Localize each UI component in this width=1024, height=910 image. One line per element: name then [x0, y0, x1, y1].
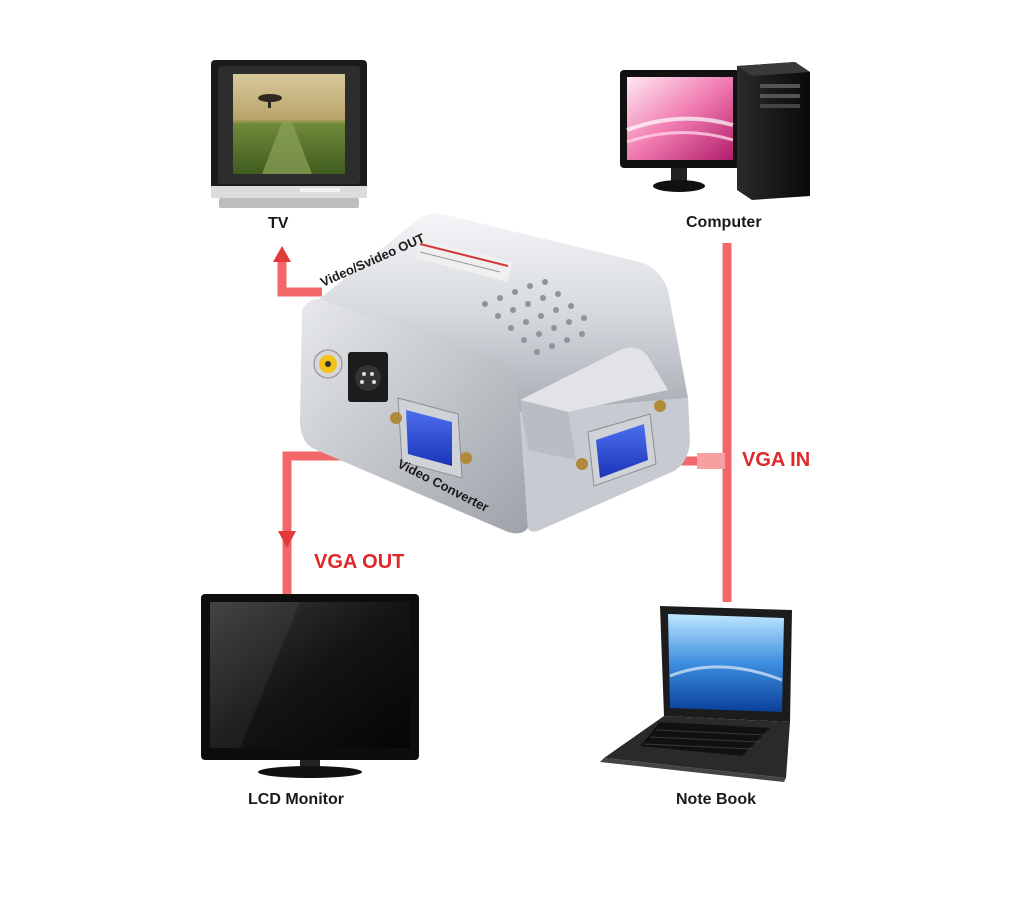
- vga-out-arrow-icon: [278, 531, 296, 548]
- computer-icon: [620, 62, 810, 200]
- vga-out-line: [282, 451, 392, 596]
- computer-label: Computer: [686, 214, 762, 231]
- video-converter-icon: [300, 213, 690, 534]
- rca-jack-icon: [313, 349, 343, 379]
- notebook-label: Note Book: [676, 791, 756, 808]
- vga-out-label: VGA OUT: [314, 551, 405, 573]
- vga-in-port-icon: [576, 400, 666, 487]
- notebook-icon: [600, 606, 792, 782]
- lcd-monitor-icon: [201, 594, 419, 778]
- tv-icon: [211, 60, 367, 208]
- svideo-jack-icon: [348, 352, 388, 402]
- tv-label: TV: [268, 215, 289, 232]
- tv-output-line: [277, 262, 322, 297]
- vga-out-port-icon: [390, 397, 472, 479]
- lcd-monitor-label: LCD Monitor: [248, 791, 344, 808]
- vga-in-label: VGA IN: [742, 449, 811, 471]
- tv-arrow-icon: [273, 246, 291, 262]
